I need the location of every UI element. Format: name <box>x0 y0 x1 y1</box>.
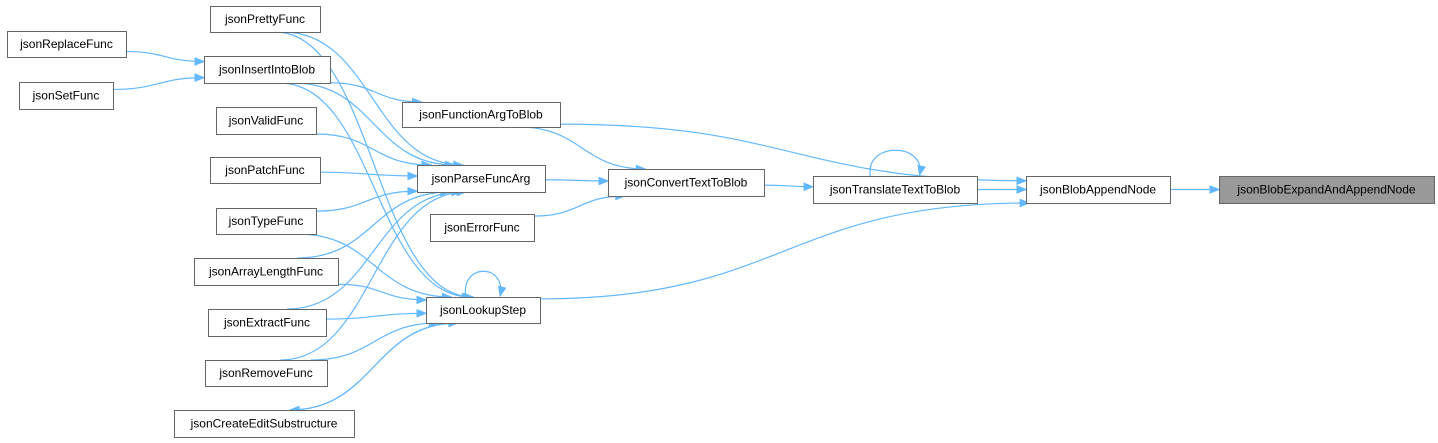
node-jsonCreateEditSubstructure[interactable]: jsonCreateEditSubstructure <box>174 410 355 438</box>
node-label: jsonConvertTextToBlob <box>624 176 748 190</box>
edge-jsonReplaceFunc-to-jsonInsertIntoBlob <box>125 50 206 66</box>
node-label: jsonSetFunc <box>32 89 100 103</box>
arrowhead <box>1016 185 1028 194</box>
node-label: jsonLookupStep <box>439 303 526 317</box>
arrowhead <box>407 171 419 181</box>
edge-jsonLookupStep-to-jsonBlobAppendNode <box>539 198 1031 300</box>
node-label: jsonTranslateTextToBlob <box>829 183 961 197</box>
node-jsonRemoveFunc[interactable]: jsonRemoveFunc <box>205 360 328 387</box>
node-label: jsonExtractFunc <box>223 316 310 330</box>
node-label: jsonBlobExpandAndAppendNode <box>1236 183 1415 197</box>
arrowhead <box>1209 185 1221 194</box>
edge-jsonExtractFunc-to-jsonLookupStep <box>325 308 428 320</box>
edge-jsonTranslateTextToBlob-to-jsonBlobAppendNode <box>976 185 1028 194</box>
node-label: jsonInsertIntoBlob <box>218 63 315 77</box>
arrowhead <box>1019 198 1031 208</box>
edge-jsonSetFunc-to-jsonInsertIntoBlob <box>112 73 206 91</box>
arrowhead <box>407 186 419 196</box>
node-jsonArrayLengthFunc[interactable]: jsonArrayLengthFunc <box>194 258 339 286</box>
node-label: jsonPrettyFunc <box>224 12 305 26</box>
node-jsonBlobExpandAndAppendNode[interactable]: jsonBlobExpandAndAppendNode <box>1219 176 1435 204</box>
arrowhead <box>416 308 428 318</box>
arrowhead <box>598 176 610 186</box>
node-jsonValidFunc[interactable]: jsonValidFunc <box>216 107 317 135</box>
node-jsonParseFuncArg[interactable]: jsonParseFuncArg <box>417 165 546 193</box>
node-label: jsonCreateEditSubstructure <box>190 417 338 431</box>
node-jsonPrettyFunc[interactable]: jsonPrettyFunc <box>210 6 321 33</box>
node-label: jsonArrayLengthFunc <box>208 265 323 279</box>
node-jsonErrorFunc[interactable]: jsonErrorFunc <box>430 214 535 242</box>
arrowhead <box>917 164 926 177</box>
node-jsonSetFunc[interactable]: jsonSetFunc <box>19 82 114 110</box>
edge-jsonArrayLengthFunc-to-jsonLookupStep <box>337 283 428 305</box>
arrowhead <box>1016 176 1028 186</box>
node-jsonExtractFunc[interactable]: jsonExtractFunc <box>208 309 327 337</box>
node-jsonReplaceFunc[interactable]: jsonReplaceFunc <box>7 31 127 58</box>
node-jsonInsertIntoBlob[interactable]: jsonInsertIntoBlob <box>204 56 331 84</box>
node-jsonTypeFunc[interactable]: jsonTypeFunc <box>216 208 317 235</box>
node-jsonTranslateTextToBlob[interactable]: jsonTranslateTextToBlob <box>813 176 978 204</box>
node-label: jsonRemoveFunc <box>218 366 312 380</box>
edge-jsonExtractFunc-to-jsonParseFuncArg <box>287 187 463 310</box>
arrowhead <box>803 182 815 192</box>
call-graph-nodes: jsonBlobExpandAndAppendNode jsonBlobAppen… <box>7 6 1435 438</box>
edge-jsonBlobAppendNode-to-jsonBlobExpandAndAppendNode <box>1169 185 1221 194</box>
arrowhead <box>194 57 206 66</box>
call-graph-edges <box>112 31 1221 415</box>
arrowhead <box>498 285 507 298</box>
node-jsonBlobAppendNode[interactable]: jsonBlobAppendNode <box>1026 176 1171 204</box>
edge-jsonTypeFunc-to-jsonParseFuncArg <box>315 186 419 212</box>
edge-jsonConvertTextToBlob-to-jsonTranslateTextToBlob <box>763 182 815 192</box>
node-jsonConvertTextToBlob[interactable]: jsonConvertTextToBlob <box>608 169 765 197</box>
node-jsonLookupStep[interactable]: jsonLookupStep <box>426 297 541 324</box>
arrowhead <box>194 73 206 82</box>
edge-jsonParseFuncArg-to-jsonConvertTextToBlob <box>544 176 610 186</box>
node-label: jsonFunctionArgToBlob <box>418 108 543 122</box>
arrowhead <box>416 295 428 305</box>
node-label: jsonValidFunc <box>228 114 303 128</box>
node-label: jsonBlobAppendNode <box>1039 183 1156 197</box>
node-label: jsonParseFuncArg <box>431 172 531 186</box>
node-label: jsonErrorFunc <box>443 221 519 235</box>
edge-jsonLookupStep-to-jsonLookupStep <box>464 270 507 298</box>
edge-jsonPrettyFunc-to-jsonParseFuncArg <box>282 31 465 170</box>
node-jsonPatchFunc[interactable]: jsonPatchFunc <box>210 157 321 184</box>
node-label: jsonReplaceFunc <box>19 37 113 51</box>
node-label: jsonTypeFunc <box>228 214 304 228</box>
edge-jsonTranslateTextToBlob-to-jsonTranslateTextToBlob <box>869 149 926 177</box>
node-jsonFunctionArgToBlob[interactable]: jsonFunctionArgToBlob <box>402 102 561 128</box>
node-label: jsonPatchFunc <box>224 163 304 177</box>
